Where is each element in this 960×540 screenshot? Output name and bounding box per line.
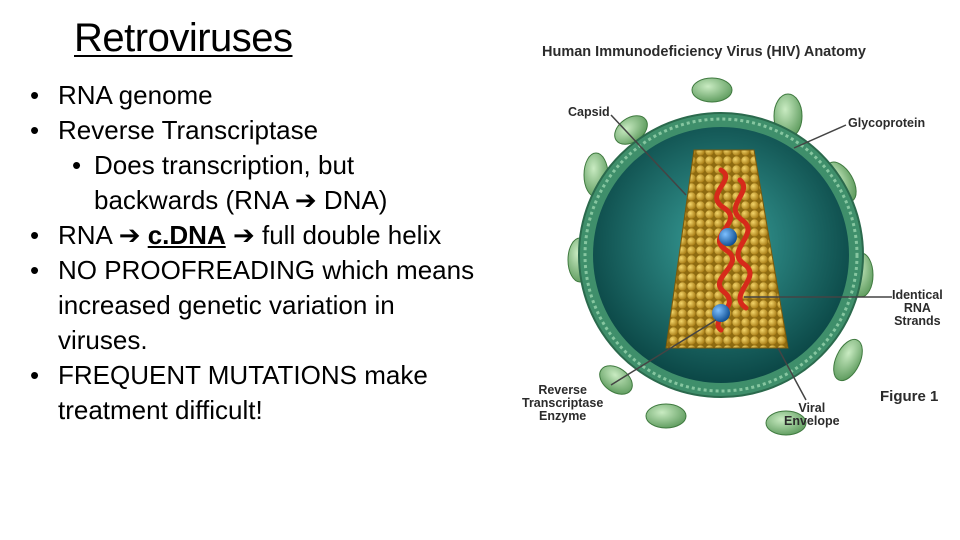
figure-caption: Figure 1: [880, 388, 939, 405]
sub-bullet-transcription: • Does transcription, but backwards (RNA…: [72, 148, 520, 218]
bullet-text: full double helix: [254, 220, 442, 250]
label-line: Envelope: [784, 414, 840, 428]
hiv-anatomy-figure: Human Immunodeficiency Virus (HIV) Anato…: [516, 30, 956, 450]
bullet-text: RNA: [58, 220, 119, 250]
bullet-rna-genome: • RNA genome: [30, 78, 520, 113]
enzyme-sphere: [719, 228, 737, 246]
bullet-text: RNA genome: [58, 80, 213, 110]
bullet-frequent-mutations: • FREQUENT MUTATIONS make treatment diff…: [30, 358, 520, 428]
hiv-virion-diagram: [567, 77, 892, 436]
bullet-text: FREQUENT MUTATIONS make: [58, 360, 428, 390]
bullet-dot: •: [30, 220, 40, 250]
bullet-text: backwards (RNA: [94, 185, 295, 215]
label-line: Strands: [894, 314, 941, 328]
label-line: Transcriptase: [522, 396, 604, 410]
label-line: RNA: [903, 301, 931, 315]
bullet-dot: •: [72, 150, 82, 180]
label-line: Viral: [798, 401, 826, 415]
leader-lines: [610, 114, 892, 401]
enzyme-sphere: [712, 304, 730, 322]
bullet-dot: •: [30, 80, 40, 110]
bullet-reverse-transcriptase: • Reverse Transcriptase: [30, 113, 520, 148]
rna-strands: [714, 167, 753, 333]
bullet-text: increased genetic variation in: [58, 290, 395, 320]
bullet-text: NO PROOFREADING which means: [58, 255, 475, 285]
bullet-text: Reverse Transcriptase: [58, 115, 319, 145]
label-line: Reverse: [538, 383, 587, 397]
bullet-dot: •: [30, 255, 40, 285]
figure-title: Human Immunodeficiency Virus (HIV) Anato…: [542, 44, 866, 60]
bullet-text: treatment difficult!: [58, 395, 263, 425]
label-viral-envelope: Viral Envelope: [784, 402, 840, 428]
bullet-text: DNA): [316, 185, 388, 215]
cdna-term: c.DNA: [147, 220, 226, 250]
bullet-no-proofreading: • NO PROOFREADING which means increased …: [30, 253, 520, 358]
bullet-dot: •: [30, 115, 40, 145]
bullet-rna-cdna: • RNA ➔ c.DNA ➔ full double helix: [30, 218, 520, 253]
label-glycoprotein: Glycoprotein: [848, 116, 926, 130]
bullet-text: viruses.: [58, 325, 148, 355]
slide-title: Retroviruses: [74, 16, 293, 60]
arrow-icon: ➔: [232, 220, 255, 250]
label-capsid: Capsid: [568, 105, 610, 119]
label-rna-strands: Identical RNA Strands: [892, 289, 943, 328]
label-line: Identical: [892, 288, 943, 302]
bullet-dot: •: [30, 360, 40, 390]
label-reverse-transcriptase: Reverse Transcriptase Enzyme: [522, 384, 603, 423]
label-line: Enzyme: [539, 409, 587, 423]
bullet-text: Does transcription, but: [94, 150, 355, 180]
arrow-icon: ➔: [118, 220, 141, 250]
bullet-list: • RNA genome • Reverse Transcriptase • D…: [30, 78, 520, 428]
arrow-icon: ➔: [294, 185, 317, 215]
